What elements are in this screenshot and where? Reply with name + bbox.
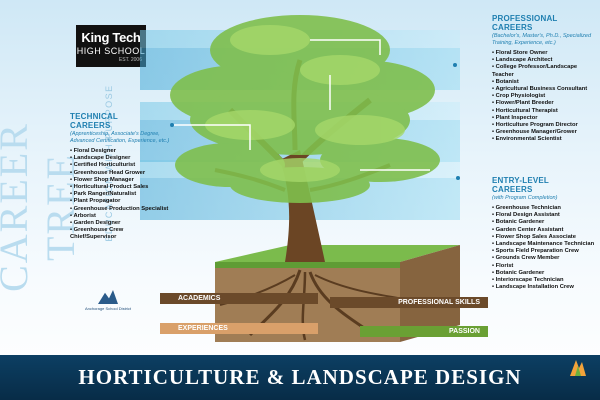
- list-item: Horticultural Therapist: [492, 108, 598, 115]
- list-item: Park Ranger/Naturalist: [70, 191, 170, 198]
- list-item: Environmental Scientist: [492, 136, 598, 143]
- list-item: Garden Designer: [70, 220, 170, 227]
- list-item: Landscape Maintenance Technician: [492, 241, 598, 248]
- entry-title-line2: CAREERS: [492, 185, 533, 194]
- list-item: Crop Physiologist: [492, 93, 598, 100]
- list-item: Plant Inspector: [492, 115, 598, 122]
- list-item: Landscape Architect: [492, 57, 598, 64]
- academics-label: ACADEMICS: [160, 293, 318, 304]
- list-item: Garden Center Assistant: [492, 227, 598, 234]
- professional-list: Floral Store Owner Landscape Architect C…: [492, 50, 598, 144]
- technical-title-line2: CAREERS: [70, 121, 111, 130]
- list-item: Landscape Designer: [70, 155, 170, 162]
- brand-logo-icon: [570, 360, 586, 376]
- professional-title-line1: PROFESSIONAL: [492, 14, 558, 23]
- professional-title-line2: CAREERS: [492, 23, 533, 32]
- logo-line1: King Tech: [81, 30, 141, 45]
- district-logo: Anchorage School District: [78, 290, 138, 311]
- technical-title-line1: TECHNICAL: [70, 112, 119, 121]
- list-item: Landscape Installation Crew: [492, 284, 598, 291]
- logo-line3: EST. 2006: [118, 57, 142, 63]
- professional-skills-label: PROFESSIONAL SKILLS: [330, 297, 488, 308]
- list-item: Floral Store Owner: [492, 50, 598, 57]
- list-item: College Professor/Landscape Teacher: [492, 64, 598, 78]
- entry-subtitle: (with Program Completion): [492, 195, 558, 201]
- entry-list: Greenhouse Technician Floral Design Assi…: [492, 205, 598, 291]
- entry-level-careers: ENTRY-LEVEL CAREERS (with Program Comple…: [492, 176, 598, 291]
- list-item: Floral Design Assistant: [492, 212, 598, 219]
- entry-title-line1: ENTRY-LEVEL: [492, 176, 550, 185]
- logo-line2: HIGH SCHOOL: [76, 46, 146, 56]
- list-item: Sports Field Preparation Crew: [492, 248, 598, 255]
- list-item: Interiorscape Technician: [492, 277, 598, 284]
- technical-careers: TECHNICAL CAREERS (Apprenticeship, Assoc…: [70, 112, 170, 242]
- passion-label: PASSION: [360, 326, 488, 337]
- mountain-icon: [98, 290, 118, 304]
- technical-subtitle: (Apprenticeship, Associate's Degree, Adv…: [70, 131, 170, 144]
- list-item: Plant Propagator: [70, 198, 170, 205]
- list-item: Flower/Plant Breeder: [492, 100, 598, 107]
- district-name: Anchorage School District: [84, 306, 132, 311]
- list-item: Botanic Gardener: [492, 270, 598, 277]
- list-item: Horticultural Product Sales: [70, 184, 170, 191]
- school-logo: King Tech HIGH SCHOOL EST. 2006: [76, 25, 146, 67]
- list-item: Greenhouse Manager/Grower: [492, 129, 598, 136]
- technical-list: Floral Designer Landscape Designer Certi…: [70, 148, 170, 242]
- list-item: Florist: [492, 263, 598, 270]
- list-item: Greenhouse Production Specialist: [70, 206, 170, 213]
- list-item: Horticulture Program Director: [492, 122, 598, 129]
- list-item: Certified Horticulturist: [70, 162, 170, 169]
- bottom-banner: HORTICULTURE & LANDSCAPE DESIGN: [0, 355, 600, 400]
- experiences-label: EXPERIENCES: [160, 323, 318, 334]
- list-item: Arborist: [70, 213, 170, 220]
- list-item: Agricultural Business Consultant: [492, 86, 598, 93]
- program-title: HORTICULTURE & LANDSCAPE DESIGN: [78, 365, 522, 389]
- professional-careers: PROFESSIONAL CAREERS (Bachelor's, Master…: [492, 14, 598, 144]
- list-item: Flower Shop Manager: [70, 177, 170, 184]
- professional-subtitle: (Bachelor's, Master's, Ph.D., Specialize…: [492, 33, 591, 46]
- list-item: Greenhouse Crew Chief/Supervisor: [70, 227, 170, 241]
- list-item: Greenhouse Head Grower: [70, 170, 170, 177]
- list-item: Greenhouse Technician: [492, 205, 598, 212]
- list-item: Flower Shop Sales Associate: [492, 234, 598, 241]
- list-item: Grounds Crew Member: [492, 255, 598, 262]
- list-item: Floral Designer: [70, 148, 170, 155]
- list-item: Botanist: [492, 79, 598, 86]
- list-item: Botanic Gardener: [492, 219, 598, 226]
